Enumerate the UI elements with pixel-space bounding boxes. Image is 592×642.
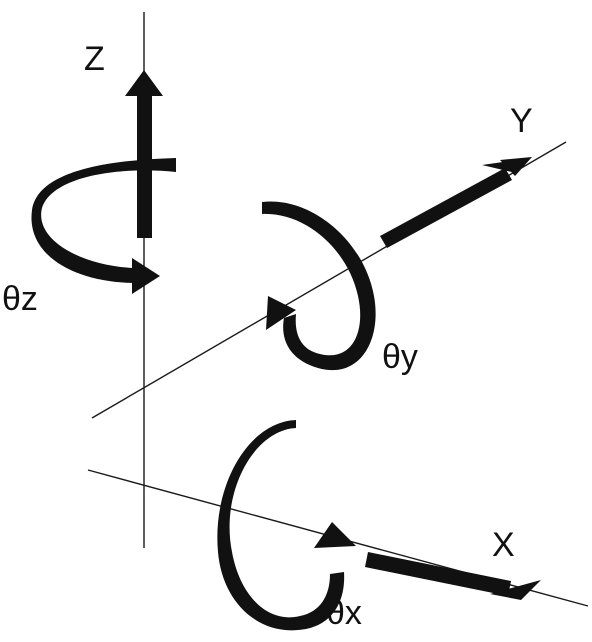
x-axis-arrow bbox=[365, 552, 541, 600]
theta-y-rotation-arrow bbox=[262, 201, 376, 371]
theta-x-label: θx bbox=[326, 594, 362, 632]
x-axis-label: X bbox=[492, 526, 515, 564]
theta-y-label: θy bbox=[382, 338, 418, 376]
y-axis-arrow bbox=[380, 157, 532, 248]
theta-z-label: θz bbox=[2, 280, 38, 318]
z-axis-arrow bbox=[125, 70, 163, 238]
theta-x-rotation-arrow bbox=[217, 420, 356, 631]
theta-z-rotation-arrow bbox=[31, 158, 177, 294]
y-axis-label: Y bbox=[510, 102, 533, 140]
z-axis-label: Z bbox=[84, 40, 105, 78]
